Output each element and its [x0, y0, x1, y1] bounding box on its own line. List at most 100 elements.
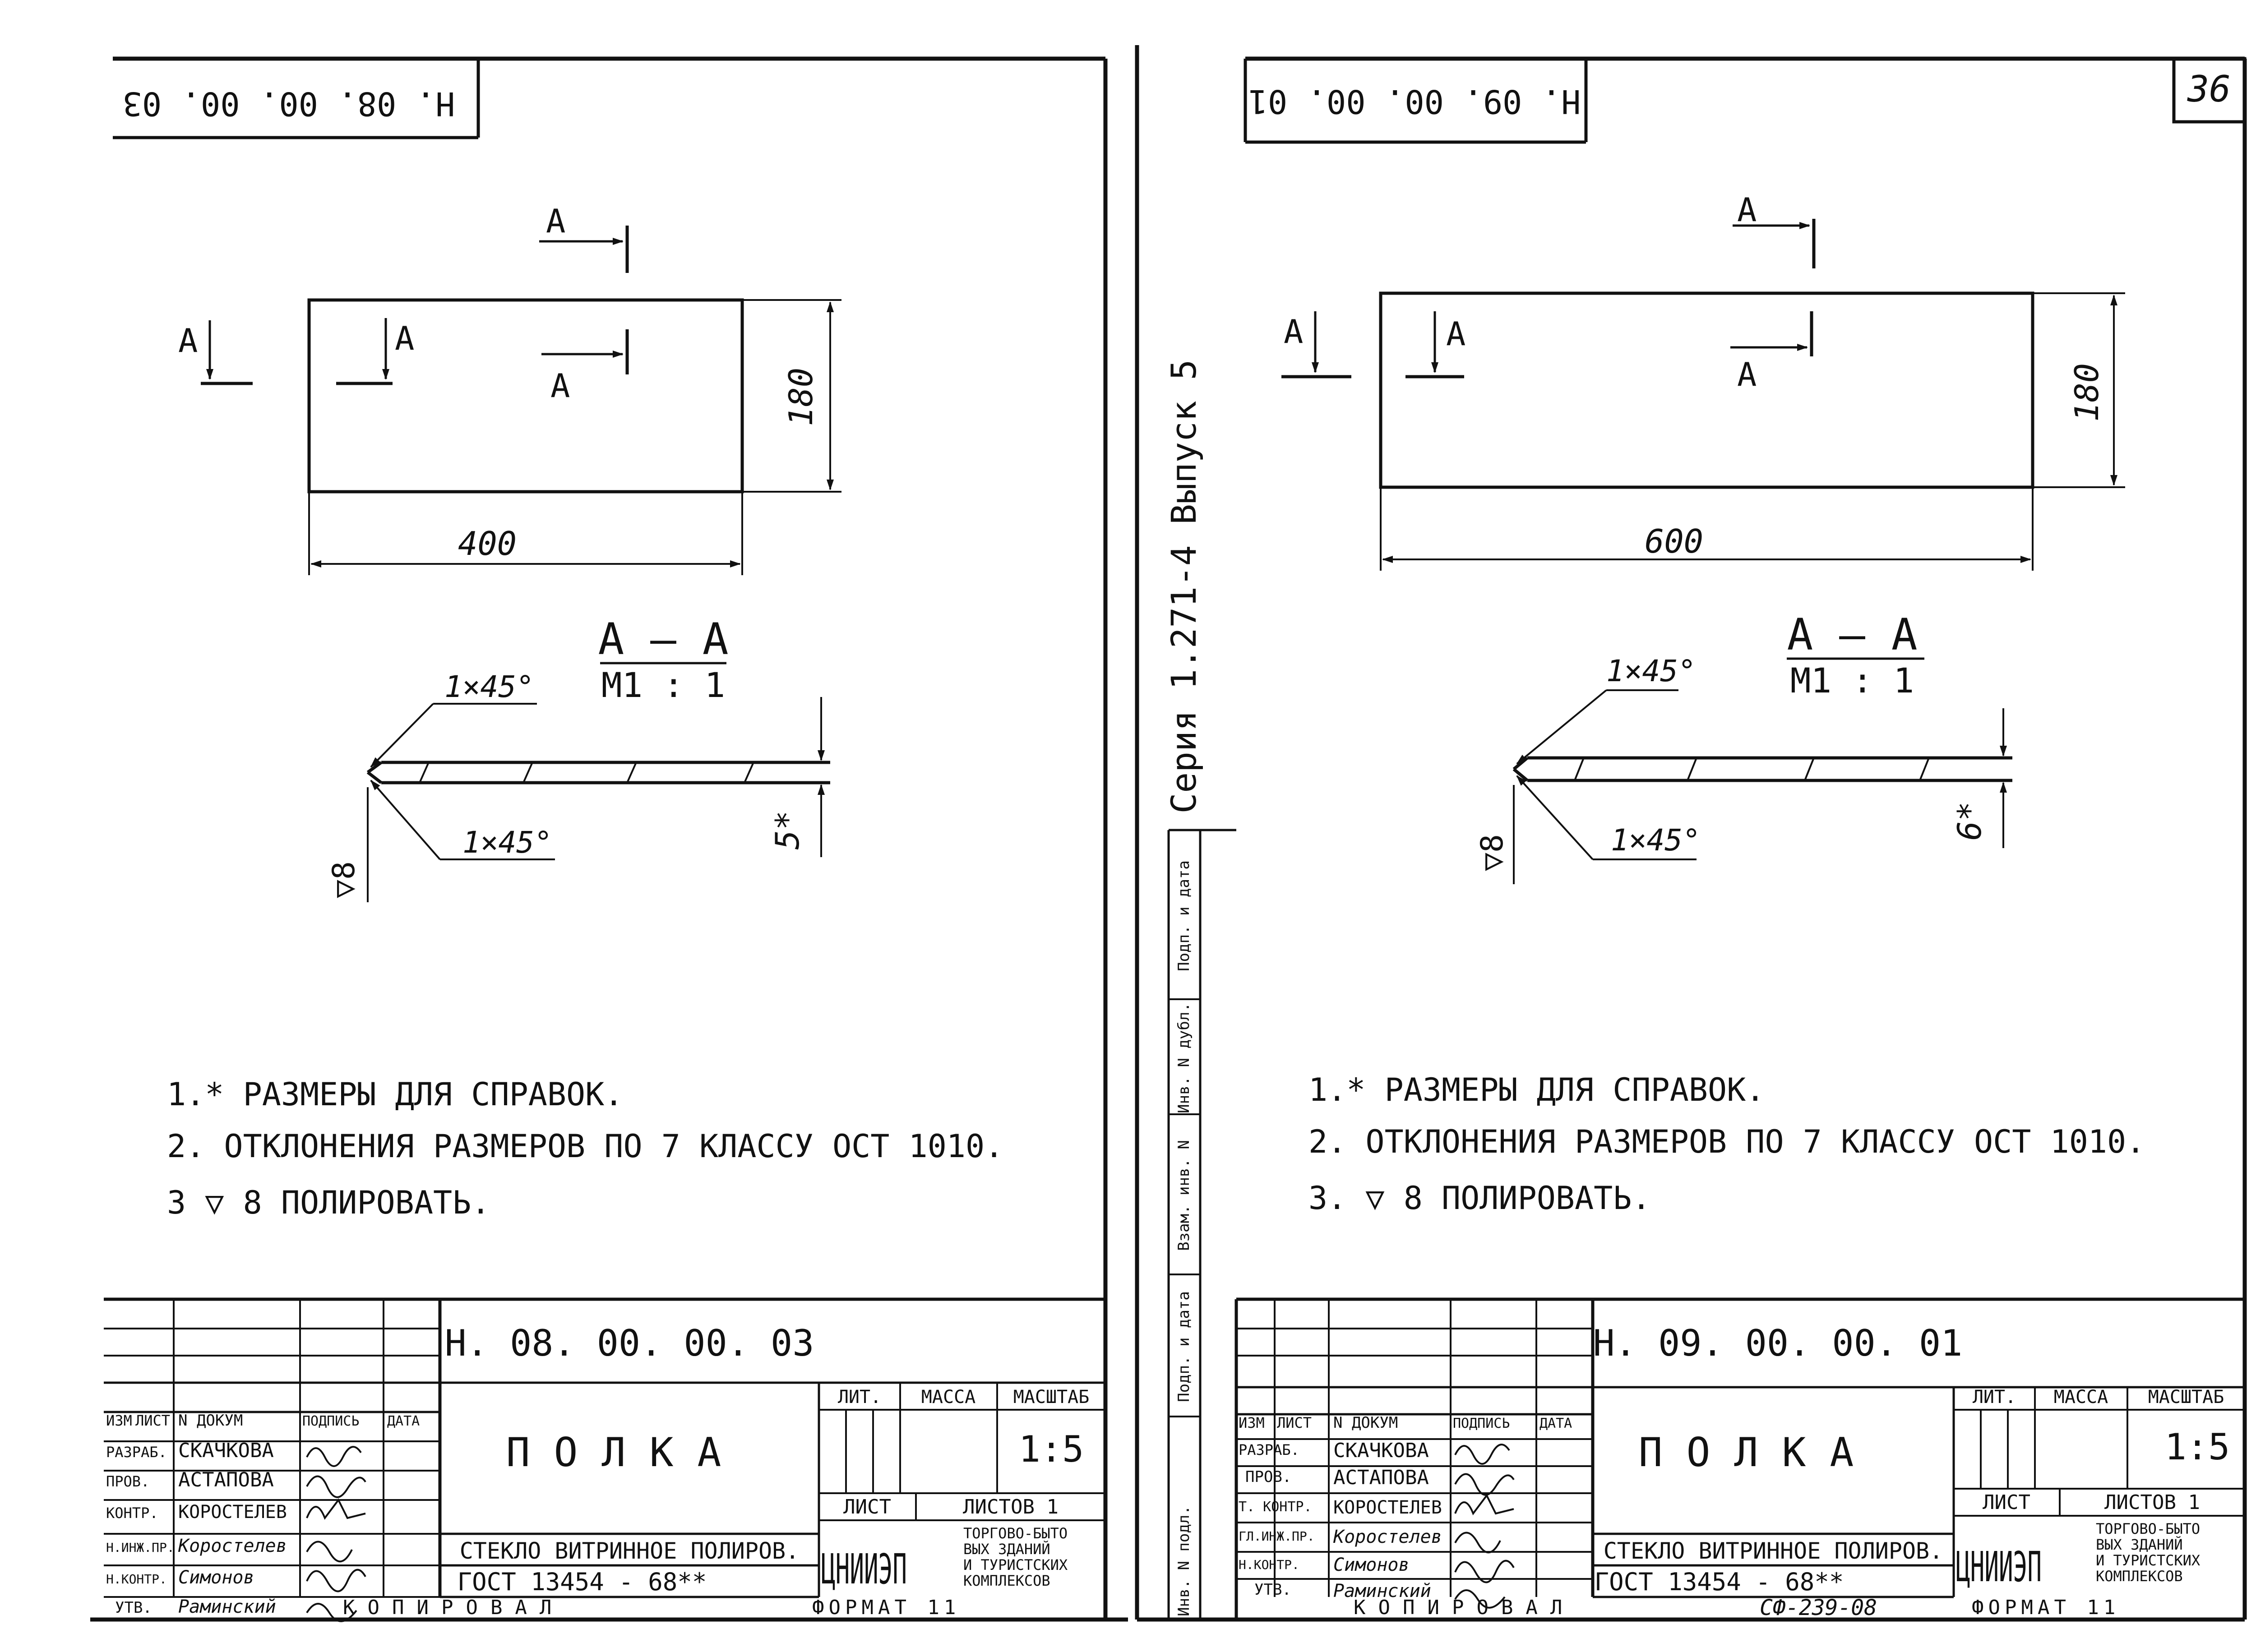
right-tb-material: СТЕКЛО ВИТРИННОЕ ПОЛИРОВ.	[1604, 1538, 1943, 1564]
left-thickness-dim: 5*	[768, 811, 806, 850]
left-tb-role-2: ПРОВ.	[106, 1473, 149, 1490]
right-tb-org-logo: ЦНИИЭП	[1956, 1543, 2042, 1591]
left-tb-sheet-label: ЛИСТ	[843, 1495, 891, 1518]
right-tb-role-2: ПРОВ.	[1245, 1468, 1291, 1486]
left-note-2: 2. ОТКЛОНЕНИЯ РАЗМЕРОВ ПО 7 КЛАССУ ОСТ 1…	[167, 1128, 1003, 1165]
right-tb-role-6: УТВ.	[1254, 1581, 1291, 1599]
left-chamfer-bottom: 1×45°	[462, 825, 552, 860]
left-signatures	[306, 1446, 366, 1622]
left-section-scale: М1 : 1	[601, 665, 726, 705]
right-tb-col-sign: ПОДПИСЬ	[1453, 1416, 1510, 1431]
left-tb-role-4: Н.ИНЖ.ПР.	[106, 1540, 175, 1555]
right-tb-name-4: Коростелев	[1333, 1527, 1442, 1547]
right-note-1: 1.* РАЗМЕРЫ ДЛЯ СПРАВОК.	[1308, 1071, 1765, 1108]
right-chamfer-bottom: 1×45°	[1611, 823, 1701, 858]
left-tb-mass-label: МАССА	[921, 1387, 975, 1407]
left-section-view: А – А М1 : 1 1×45° 1×45° ▽8 5*	[326, 614, 830, 902]
right-thickness-dim: 6*	[1951, 802, 1988, 841]
right-height-dim: 180	[2068, 363, 2106, 422]
right-tb-doc-code: Н. 09. 00. 00. 01	[1593, 1322, 1963, 1364]
right-tb-scale-value: 1:5	[2165, 1426, 2230, 1468]
right-tb-name-5: Симонов	[1333, 1555, 1410, 1575]
right-tb-mass-label: МАССА	[2054, 1387, 2108, 1407]
left-tb-scale-label: МАСШТАБ	[1013, 1387, 1090, 1407]
right-finish-mark: ▽8	[1475, 834, 1510, 871]
left-tb-role-3: КОНТР.	[106, 1504, 158, 1522]
left-tb-name-4: Коростелев	[178, 1536, 287, 1556]
right-tb-scale-label: МАСШТАБ	[2148, 1387, 2224, 1407]
left-tb-col-doc: N ДОКУМ	[178, 1412, 243, 1430]
left-width-dim: 400	[458, 525, 517, 563]
right-tb-role-5: Н.КОНТР.	[1239, 1557, 1299, 1572]
right-tb-name-6: Раминский	[1333, 1581, 1431, 1601]
right-chamfer-top: 1×45°	[1606, 654, 1696, 688]
right-tb-role-4: ГЛ.ИНЖ.ПР.	[1239, 1529, 1315, 1544]
left-tb-name-6: Раминский	[178, 1597, 276, 1617]
right-tb-name-2: АСТАПОВА	[1333, 1466, 1429, 1489]
right-section-scale: М1 : 1	[1790, 660, 1914, 701]
side-stamp-4: Инв. N дубл.	[1175, 1002, 1193, 1113]
side-stamp-2: Подп. и дата	[1175, 1291, 1193, 1402]
left-note-1: 1.* РАЗМЕРЫ ДЛЯ СПРАВОК.	[167, 1076, 623, 1113]
right-tb-col-doc: N ДОКУМ	[1333, 1414, 1398, 1432]
left-tb-role-1: РАЗРАБ.	[106, 1444, 167, 1461]
right-tb-org-4: КОМПЛЕКСОВ	[2096, 1568, 2183, 1585]
left-tb-role-6: УТВ.	[115, 1599, 152, 1617]
left-code-box: Н. 08. 00. 00. 03	[113, 59, 480, 139]
left-tb-org-1: ТОРГОВО-БЫТО	[963, 1525, 1068, 1542]
side-stamp: Инв. N подл. Подп. и дата Взам. инв. N И…	[1167, 829, 1236, 1620]
right-note-3: 3. ▽ 8 ПОЛИРОВАТЬ.	[1308, 1180, 1651, 1217]
left-section-marker-a2: А	[395, 319, 414, 357]
left-tb-org-logo: ЦНИИЭП	[821, 1545, 907, 1593]
side-stamp-1: Инв. N подл.	[1175, 1505, 1193, 1616]
right-plan-view: 180 600 А А А А	[1281, 191, 2125, 571]
archive-code: СФ-239-08	[1760, 1595, 1877, 1620]
left-tb-scale-value: 1:5	[1019, 1428, 1084, 1470]
right-code-box: Н. 09. 00. 00. 01	[1244, 59, 1588, 144]
right-format-label: ФОРМАТ 11	[1972, 1596, 2120, 1619]
left-code-text: Н. 08. 00. 00. 03	[123, 85, 455, 123]
left-tb-org-3: И ТУРИСТСКИХ	[963, 1556, 1068, 1574]
right-note-2: 2. ОТКЛОНЕНИЯ РАЗМЕРОВ ПО 7 КЛАССУ ОСТ 1…	[1308, 1123, 2145, 1160]
left-chamfer-top: 1×45°	[444, 669, 534, 704]
left-tb-name-3: КОРОСТЕЛЕВ	[178, 1502, 287, 1523]
right-tb-role-1: РАЗРАБ.	[1239, 1441, 1299, 1458]
side-stamp-3: Взам. инв. N	[1175, 1140, 1193, 1251]
right-tb-col-izm: ИЗМ	[1239, 1414, 1265, 1431]
right-section-title: А – А	[1787, 609, 1918, 660]
side-stamp-5: Подп. и дата	[1175, 860, 1193, 971]
right-tb-org-2: ВЫХ ЗДАНИЙ	[2096, 1536, 2183, 1553]
left-copied-label: КОПИРОВАЛ	[343, 1596, 564, 1619]
left-tb-org-4: КОМПЛЕКСОВ	[963, 1572, 1050, 1589]
right-tb-gost: ГОСТ 13454 - 68**	[1595, 1568, 1844, 1596]
left-tb-col-list: ЛИСТ	[135, 1412, 170, 1429]
left-tb-col-izm: ИЗМ	[106, 1412, 132, 1429]
right-tb-role-3: Т. КОНТР.	[1239, 1499, 1312, 1515]
right-signatures	[1454, 1444, 1515, 1609]
right-section-marker-a1: А	[1284, 313, 1303, 351]
right-tb-lit-label: ЛИТ.	[1973, 1387, 2016, 1407]
left-section-marker-a4: А	[546, 202, 565, 240]
left-plan-view: 180 400 А А А А	[178, 202, 841, 575]
left-tb-gost: ГОСТ 13454 - 68**	[458, 1568, 707, 1596]
right-tb-name: П О Л К А	[1639, 1429, 1854, 1476]
right-tb-sheets-label: ЛИСТОВ 1	[2104, 1491, 2200, 1514]
page-number: 36	[2187, 68, 2231, 110]
left-tb-name-5: Симонов	[178, 1567, 254, 1588]
left-tb-role-5: Н.КОНТР.	[106, 1572, 167, 1587]
left-height-dim: 180	[782, 368, 820, 426]
right-sheet-frame	[1135, 45, 2247, 1622]
right-section-view: А – А М1 : 1 1×45° 1×45° ▽8 6*	[1475, 609, 2012, 884]
left-sheet-frame	[90, 56, 1128, 1622]
right-tb-org-3: И ТУРИСТСКИХ	[2096, 1552, 2200, 1569]
left-tb-lit-label: ЛИТ.	[838, 1387, 881, 1407]
right-tb-org-1: ТОРГОВО-БЫТО	[2096, 1520, 2200, 1537]
left-section-title: А – А	[598, 614, 729, 664]
left-format-label: ФОРМАТ 11	[812, 1596, 960, 1619]
left-tb-org-2: ВЫХ ЗДАНИЙ	[963, 1541, 1050, 1558]
right-section-marker-a3: А	[1737, 355, 1757, 393]
left-tb-name-2: АСТАПОВА	[178, 1468, 274, 1491]
left-finish-mark: ▽8	[326, 861, 362, 898]
right-tb-name-1: СКАЧКОВА	[1333, 1439, 1429, 1462]
